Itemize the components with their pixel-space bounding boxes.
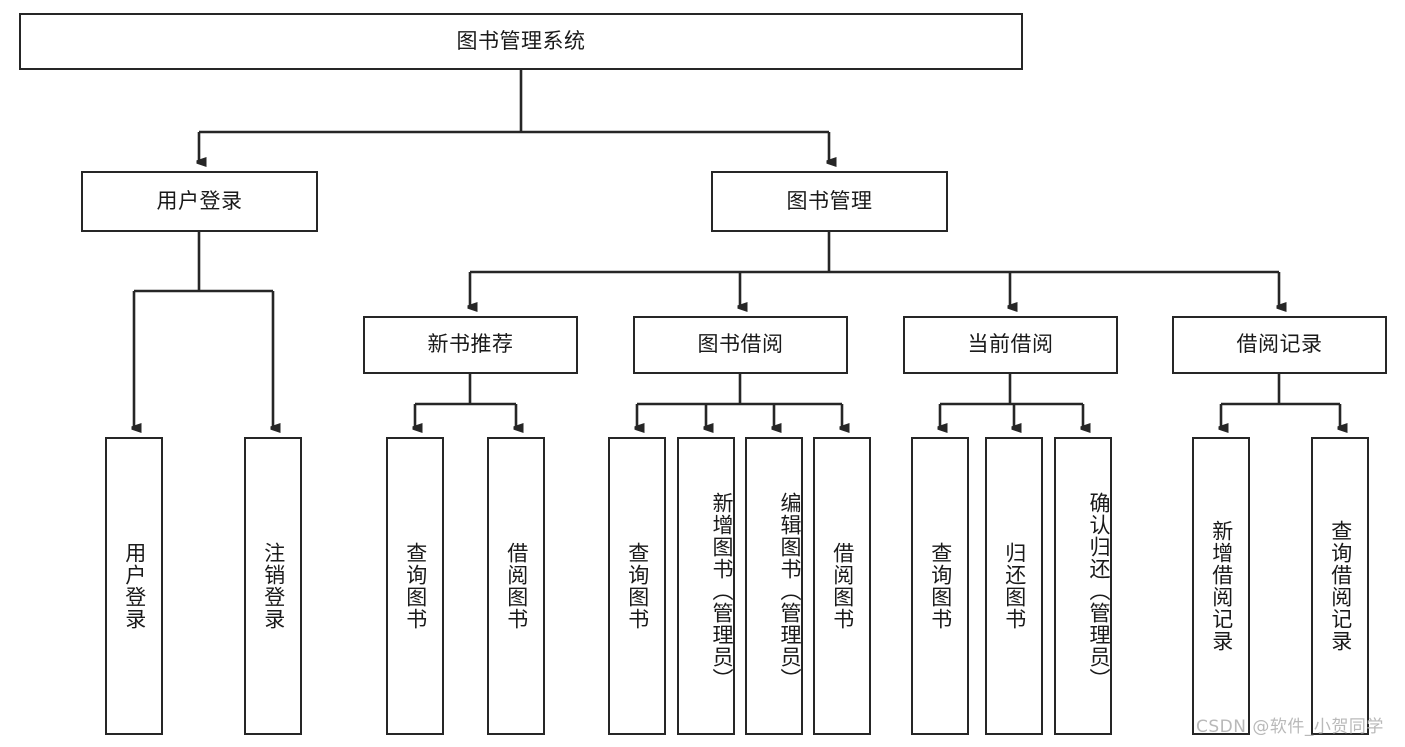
- leaf-logout[interactable]: 注销登录: [244, 437, 302, 735]
- node-book-borrow-label: 图书借阅: [697, 332, 784, 357]
- node-new-book-recommend[interactable]: 新书推荐: [363, 316, 578, 374]
- leaf-query-borrow-record-label: 查询借阅记录: [1328, 520, 1353, 652]
- edges-bookmgmt-to-level3: [470, 232, 1279, 307]
- node-borrow-records[interactable]: 借阅记录: [1172, 316, 1387, 374]
- node-new-book-recommend-label: 新书推荐: [427, 332, 514, 357]
- node-borrow-records-label: 借阅记录: [1236, 332, 1323, 357]
- leaf-logout-label: 注销登录: [261, 542, 286, 630]
- leaf-confirm-return-admin[interactable]: 确认归还（管理员）: [1054, 437, 1112, 735]
- leaf-add-book-admin-label: 新增图书（管理员）: [710, 492, 734, 690]
- leaf-add-book-admin[interactable]: 新增图书（管理员）: [677, 437, 735, 735]
- leaf-borrow-book-recommend[interactable]: 借阅图书: [487, 437, 545, 735]
- node-user-login[interactable]: 用户登录: [81, 171, 318, 232]
- node-book-management-label: 图书管理: [786, 188, 873, 213]
- node-root-label: 图书管理系统: [456, 28, 586, 53]
- node-current-borrow[interactable]: 当前借阅: [903, 316, 1118, 374]
- leaf-return-book[interactable]: 归还图书: [985, 437, 1043, 735]
- leaf-user-login-label: 用户登录: [122, 542, 147, 630]
- node-user-login-label: 用户登录: [156, 188, 243, 213]
- edges-current-to-leaves: [940, 374, 1083, 428]
- leaf-return-book-label: 归还图书: [1002, 542, 1027, 630]
- leaf-query-book-recommend[interactable]: 查询图书: [386, 437, 444, 735]
- leaf-borrow-book[interactable]: 借阅图书: [813, 437, 871, 735]
- leaf-edit-book-admin[interactable]: 编辑图书（管理员）: [745, 437, 803, 735]
- leaf-borrow-book-recommend-label: 借阅图书: [504, 542, 529, 630]
- leaf-query-book-current-label: 查询图书: [928, 542, 953, 630]
- leaf-edit-book-admin-label: 编辑图书（管理员）: [778, 492, 802, 690]
- edges-records-to-leaves: [1221, 374, 1340, 428]
- leaf-query-book-recommend-label: 查询图书: [403, 542, 428, 630]
- leaf-user-login[interactable]: 用户登录: [105, 437, 163, 735]
- leaf-add-borrow-record-label: 新增借阅记录: [1209, 520, 1234, 652]
- edges-root-to-level2: [199, 70, 829, 162]
- node-book-borrow[interactable]: 图书借阅: [633, 316, 848, 374]
- leaf-borrow-book-label: 借阅图书: [830, 542, 855, 630]
- leaf-query-borrow-record[interactable]: 查询借阅记录: [1311, 437, 1369, 735]
- edges-newbook-to-leaves: [415, 374, 516, 428]
- edges-borrow-to-leaves: [637, 374, 842, 428]
- leaf-query-book-borrow[interactable]: 查询图书: [608, 437, 666, 735]
- node-root[interactable]: 图书管理系统: [19, 13, 1023, 70]
- node-book-management[interactable]: 图书管理: [711, 171, 948, 232]
- edges-userlogin-to-leaves: [134, 232, 273, 428]
- leaf-query-book-borrow-label: 查询图书: [625, 542, 650, 630]
- leaf-add-borrow-record[interactable]: 新增借阅记录: [1192, 437, 1250, 735]
- node-current-borrow-label: 当前借阅: [967, 332, 1054, 357]
- leaf-query-book-current[interactable]: 查询图书: [911, 437, 969, 735]
- leaf-confirm-return-admin-label: 确认归还（管理员）: [1087, 492, 1111, 690]
